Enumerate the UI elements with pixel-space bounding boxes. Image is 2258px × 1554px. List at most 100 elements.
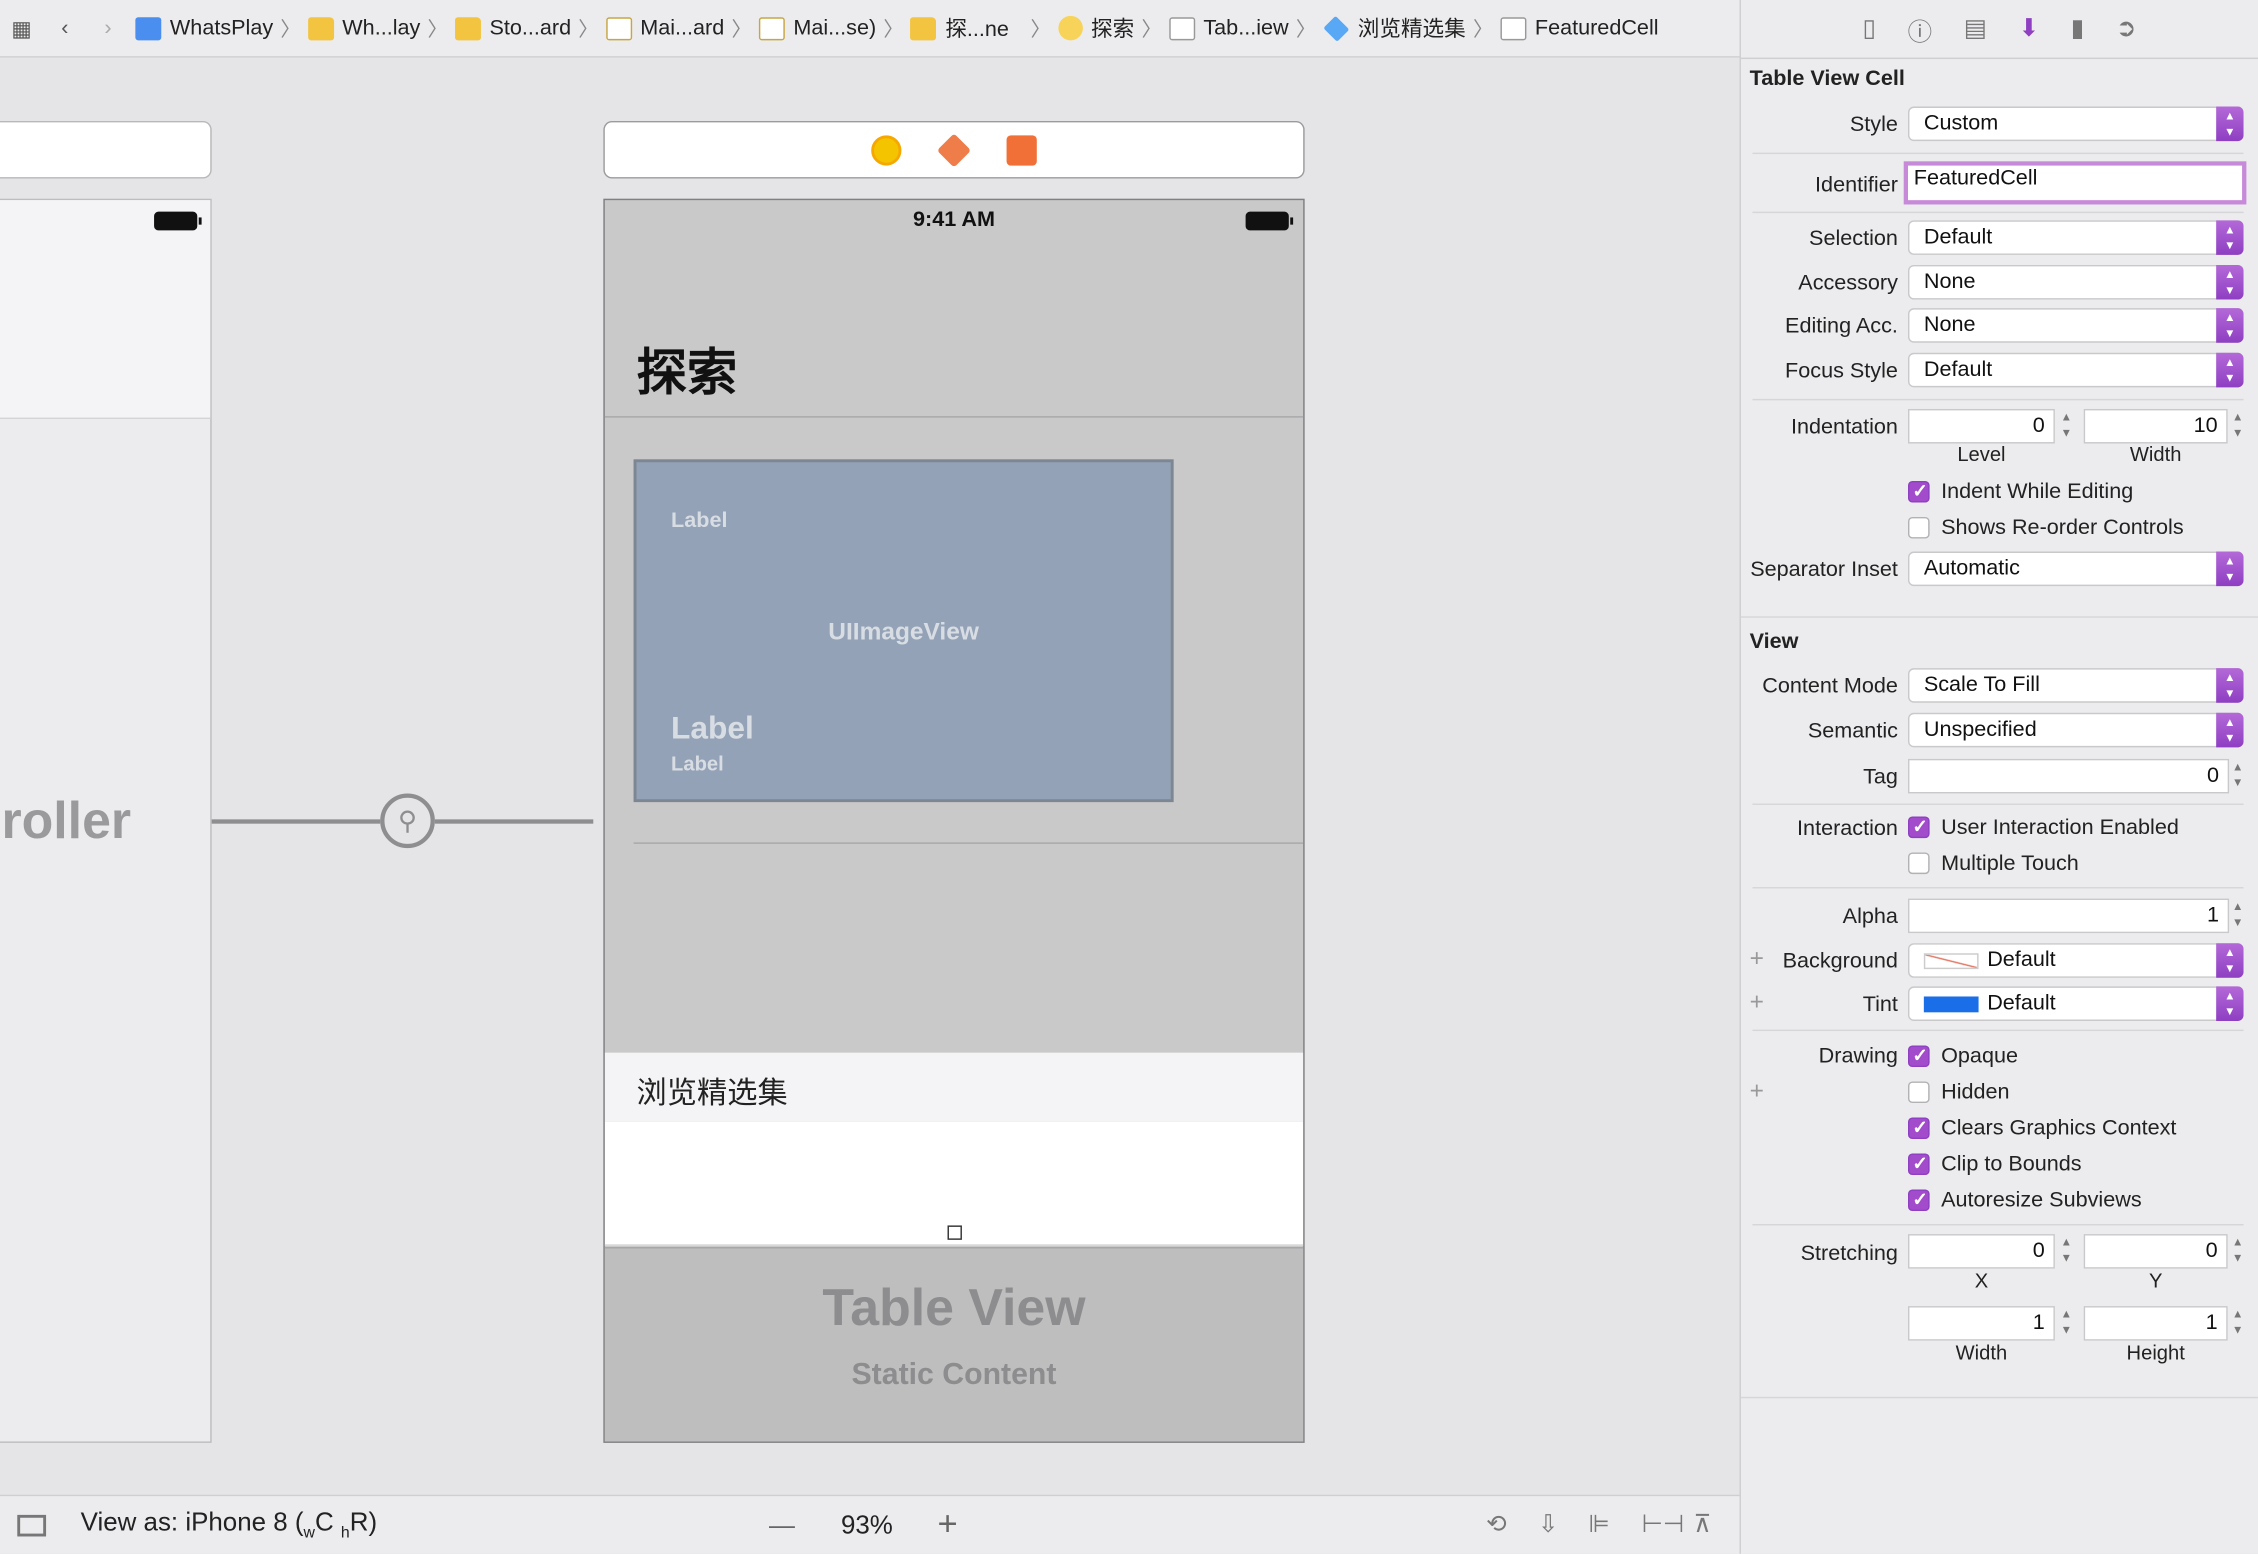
subtitle-label[interactable]: Label xyxy=(671,751,724,775)
stretch-y-field[interactable]: 0 xyxy=(2083,1234,2228,1269)
tint-label: Tint xyxy=(1862,992,1898,1017)
table-view-icon xyxy=(1168,16,1195,40)
segue-icon[interactable]: ⚲ xyxy=(380,793,435,849)
hidden-checkbox[interactable] xyxy=(1908,1081,1930,1104)
section-header[interactable]: 浏览精选集 xyxy=(604,1052,1304,1122)
section-title-view: View xyxy=(1749,629,1799,654)
scene-dock xyxy=(603,120,1305,179)
breadcrumb-item[interactable]: Mai...se) xyxy=(753,16,882,40)
no-color-swatch xyxy=(1923,952,1979,969)
shows-reorder-checkbox[interactable] xyxy=(1908,516,1930,539)
zoom-out-button[interactable]: — xyxy=(768,1509,795,1539)
iphone-scene[interactable]: 9:41 AM 探索 Label UIImageView Label Label… xyxy=(603,198,1305,1443)
title-label[interactable]: Label xyxy=(671,709,754,746)
image-view[interactable]: Label UIImageView Label Label xyxy=(633,459,1174,803)
view-controller-icon xyxy=(1057,15,1083,41)
opaque-checkbox[interactable] xyxy=(1908,1044,1930,1068)
breadcrumb-item[interactable]: 浏览精选集 xyxy=(1317,13,1471,43)
multiple-touch-checkbox[interactable] xyxy=(1908,852,1930,875)
section-title[interactable]: 浏览精选集 xyxy=(636,1077,788,1111)
user-interaction-checkbox[interactable] xyxy=(1908,815,1930,839)
focus-style-label: Focus Style xyxy=(1785,358,1898,384)
segue-line xyxy=(211,819,381,824)
semantic-popup[interactable]: Unspecified▲▼ xyxy=(1908,712,2244,748)
divider xyxy=(1752,211,2244,214)
add-variation-icon[interactable]: + xyxy=(1749,1077,1764,1105)
content-mode-popup[interactable]: Scale To Fill▲▼ xyxy=(1908,668,2244,703)
add-variation-icon[interactable]: + xyxy=(1749,944,1764,973)
autoresize-checkbox[interactable] xyxy=(1908,1188,1930,1212)
top-label[interactable]: Label xyxy=(671,508,728,533)
stepper-icon[interactable]: ▲▼ xyxy=(2232,900,2244,929)
zoom-level[interactable]: 93% xyxy=(840,1509,893,1539)
size-inspector-icon[interactable]: ▮ xyxy=(2070,14,2085,42)
update-frames-icon[interactable]: ⟲ xyxy=(1486,1510,1507,1538)
resolve-issues-icon[interactable]: ⊼ xyxy=(1693,1510,1712,1538)
left-scene-dock[interactable] xyxy=(0,120,212,179)
breadcrumb-item[interactable]: FeaturedCell xyxy=(1495,16,1665,40)
stepper-icon[interactable]: ▲▼ xyxy=(2232,1235,2244,1265)
clip-to-bounds-checkbox[interactable] xyxy=(1908,1152,1930,1176)
breadcrumb-item[interactable]: Mai...ard xyxy=(600,16,730,40)
clears-graphics-checkbox[interactable] xyxy=(1908,1116,1930,1140)
style-popup[interactable]: Custom▲▼ xyxy=(1908,106,2244,142)
stepper-icon[interactable]: ▲▼ xyxy=(2060,1235,2073,1265)
storyboard-canvas[interactable]: roller ⚲ 9:41 AM 探索 Label UIImageView La… xyxy=(0,59,1740,1495)
view-controller-icon[interactable] xyxy=(871,134,902,165)
chevron-right-icon: 〉 xyxy=(1141,16,1162,40)
breadcrumb-item[interactable]: Wh...lay xyxy=(302,16,426,40)
stretch-height-field[interactable]: 1 xyxy=(2083,1306,2228,1341)
left-scene[interactable]: roller xyxy=(0,198,212,1443)
editing-acc-popup[interactable]: None▲▼ xyxy=(1908,308,2244,343)
indentation-level-field[interactable]: 0 xyxy=(1908,408,2055,444)
sidebar-toggle-icon[interactable] xyxy=(17,1514,47,1536)
forward-button[interactable]: › xyxy=(104,15,112,41)
stretch-width-field[interactable]: 1 xyxy=(1908,1306,2055,1341)
selection-popup[interactable]: Default▲▼ xyxy=(1908,220,2244,255)
separator-inset-popup[interactable]: Automatic▲▼ xyxy=(1908,551,2244,587)
zoom-in-button[interactable]: + xyxy=(937,1504,958,1544)
table-cell[interactable] xyxy=(604,1121,1304,1246)
alpha-field[interactable]: 1 xyxy=(1908,898,2230,934)
file-inspector-icon[interactable]: ▯ xyxy=(1862,14,1876,42)
stepper-icon[interactable]: ▲▼ xyxy=(2232,760,2244,790)
identifier-field[interactable]: FeaturedCell xyxy=(1903,161,2247,205)
add-variation-icon[interactable]: + xyxy=(1749,987,1764,1016)
embed-in-icon[interactable]: ⇩ xyxy=(1537,1510,1559,1538)
stepper-icon[interactable]: ▲▼ xyxy=(2232,1307,2244,1337)
tag-field[interactable]: 0 xyxy=(1908,758,2230,794)
view-as-label[interactable]: View as: iPhone 8 (wC hR) xyxy=(80,1507,378,1542)
attributes-inspector: ▯ ⓘ ▤ ⬇ ▮ ➲ Table View Cell Style Custom… xyxy=(1739,0,2258,1554)
background-popup[interactable]: Default▲▼ xyxy=(1908,943,2244,978)
indentation-width-field[interactable]: 10 xyxy=(2083,408,2228,444)
stepper-icon[interactable]: ▲▼ xyxy=(2060,1307,2073,1337)
nav-large-title[interactable]: 探索 xyxy=(636,345,738,402)
identity-inspector-icon[interactable]: ▤ xyxy=(1963,14,1987,42)
align-icon[interactable]: ⊫ xyxy=(1588,1510,1610,1538)
breadcrumb-item[interactable]: WhatsPlay xyxy=(130,16,279,40)
first-responder-icon[interactable] xyxy=(936,132,972,167)
breadcrumb-item[interactable]: Tab...iew xyxy=(1163,16,1294,40)
nav-divider xyxy=(604,416,1304,418)
back-button[interactable]: ‹ xyxy=(61,15,69,41)
tint-popup[interactable]: Default▲▼ xyxy=(1908,986,2244,1021)
accessory-popup[interactable]: None▲▼ xyxy=(1908,264,2244,300)
resize-handle[interactable] xyxy=(947,1225,962,1240)
level-sublabel: Level xyxy=(1957,442,2006,466)
exit-icon[interactable] xyxy=(1006,134,1037,165)
help-inspector-icon[interactable]: ⓘ xyxy=(1907,18,1933,46)
indent-while-editing-checkbox[interactable] xyxy=(1908,480,1930,503)
stepper-icon[interactable]: ▲▼ xyxy=(2232,410,2244,440)
breadcrumb-item[interactable]: 探索 xyxy=(1052,13,1140,43)
breadcrumb-item[interactable]: 探...ne xyxy=(905,13,1029,43)
stepper-icon[interactable]: ▲▼ xyxy=(2060,410,2073,440)
related-items-icon[interactable]: ▦ xyxy=(11,16,32,42)
add-constraints-icon[interactable]: ⊢⊣ xyxy=(1641,1510,1685,1538)
connections-inspector-icon[interactable]: ➲ xyxy=(2115,14,2137,42)
focus-style-popup[interactable]: Default▲▼ xyxy=(1908,352,2244,388)
table-view-placeholder[interactable]: Table View Static Content xyxy=(604,1247,1304,1442)
stretch-x-field[interactable]: 0 xyxy=(1908,1234,2055,1269)
breadcrumb-item[interactable]: Sto...ard xyxy=(449,16,577,40)
attributes-inspector-icon[interactable]: ⬇ xyxy=(2018,14,2040,42)
cube-icon xyxy=(1323,15,1350,42)
